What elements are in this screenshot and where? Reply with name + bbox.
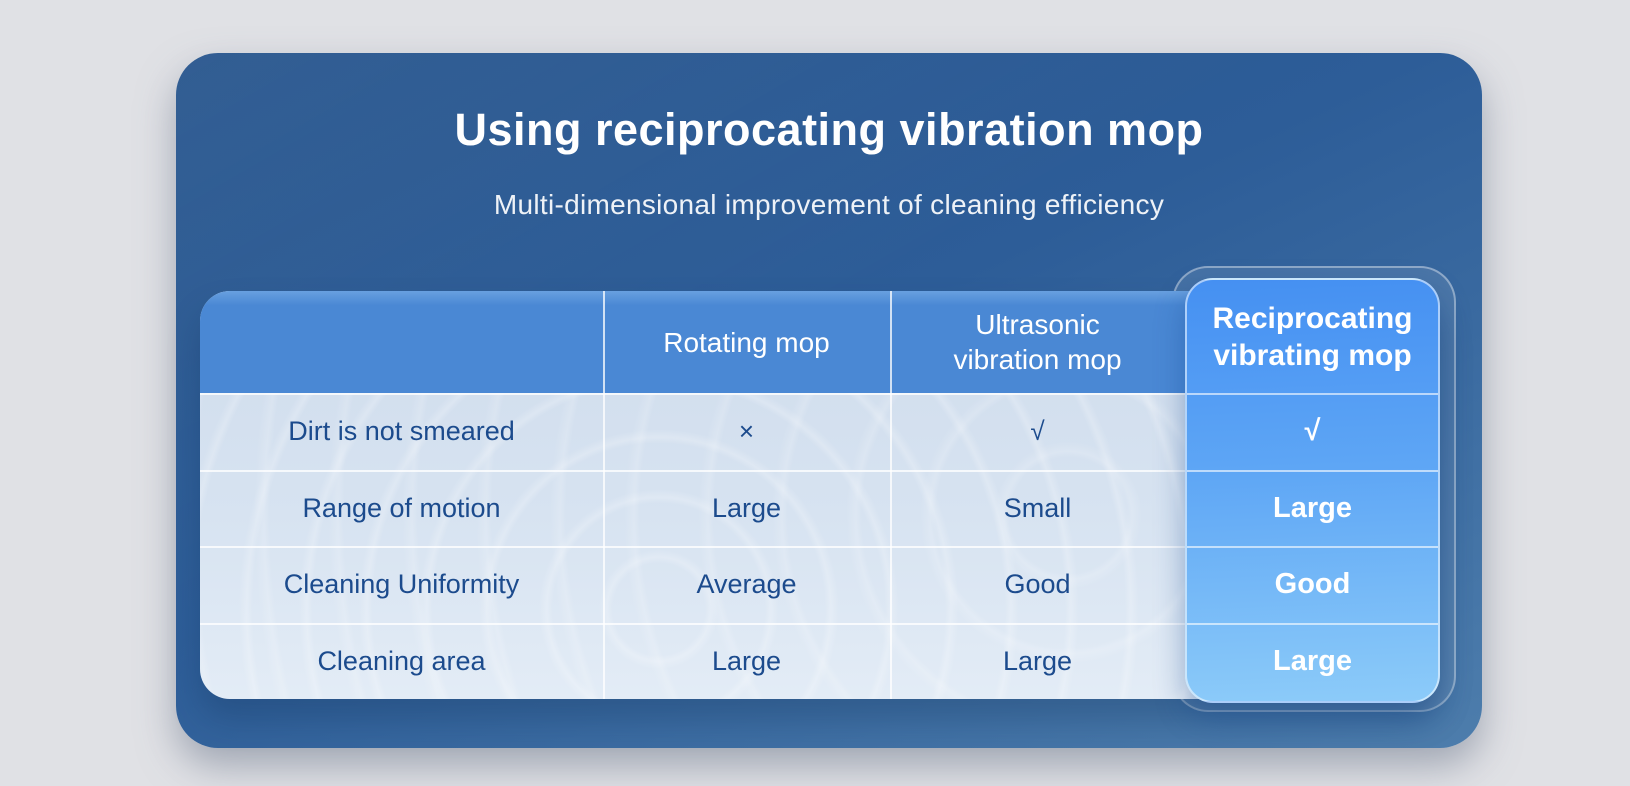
row-divider (1187, 393, 1438, 395)
promo-card: Using reciprocating vibration mop Multi-… (176, 53, 1482, 748)
page-subtitle: Multi-dimensional improvement of cleanin… (493, 189, 1165, 220)
cell-value: Large (1273, 491, 1352, 524)
cell-value: Small (1003, 492, 1072, 523)
column-header-label: Rotating mop (663, 326, 830, 358)
column-header-ultrasonic-vibration-mop: Ultrasonic vibration mop (890, 291, 1185, 393)
column-header-reciprocating-vibrating-mop: Reciprocating vibrating mop (1187, 280, 1438, 393)
cell-value: Good (1274, 568, 1351, 600)
cell-value: Large (1002, 645, 1073, 676)
row-divider (1187, 623, 1438, 625)
row-divider (200, 393, 1440, 395)
column-divider (603, 291, 605, 699)
column-divider (890, 291, 892, 699)
column-header-label-line2: vibrating mop (1213, 338, 1412, 372)
cell-value: Large (711, 645, 782, 676)
cell-value: Large (1273, 644, 1352, 677)
row-label-dirt-is-not-smeared: Dirt is not smeared (288, 416, 515, 446)
column-header-rotating-mop: Rotating mop (603, 291, 890, 393)
cell-value: Good (1004, 569, 1071, 599)
row-divider (200, 470, 1440, 472)
row-divider (200, 623, 1440, 625)
row-label-range-of-motion: Range of motion (302, 492, 501, 523)
row-divider (1187, 470, 1438, 472)
row-divider (1187, 546, 1438, 548)
highlight-column-reciprocating-vibrating-mop: Reciprocating vibrating mop √ Large Good… (1185, 278, 1440, 703)
page-title: Using reciprocating vibration mop (454, 104, 1204, 155)
cell-value: Large (711, 492, 782, 523)
column-header-label-line1: Reciprocating (1212, 301, 1413, 335)
row-label-cleaning-uniformity: Cleaning Uniformity (283, 569, 520, 599)
column-header-label-line2: vibration mop (953, 344, 1122, 375)
cell-value: Average (696, 569, 797, 599)
cell-check-icon: √ (1030, 416, 1045, 446)
row-label-cleaning-area: Cleaning area (317, 645, 486, 676)
cell-check-icon: √ (1304, 415, 1321, 447)
column-header-label-line1: Ultrasonic (975, 309, 1100, 340)
row-divider (200, 546, 1440, 548)
cell-cross-icon: × (738, 416, 755, 446)
